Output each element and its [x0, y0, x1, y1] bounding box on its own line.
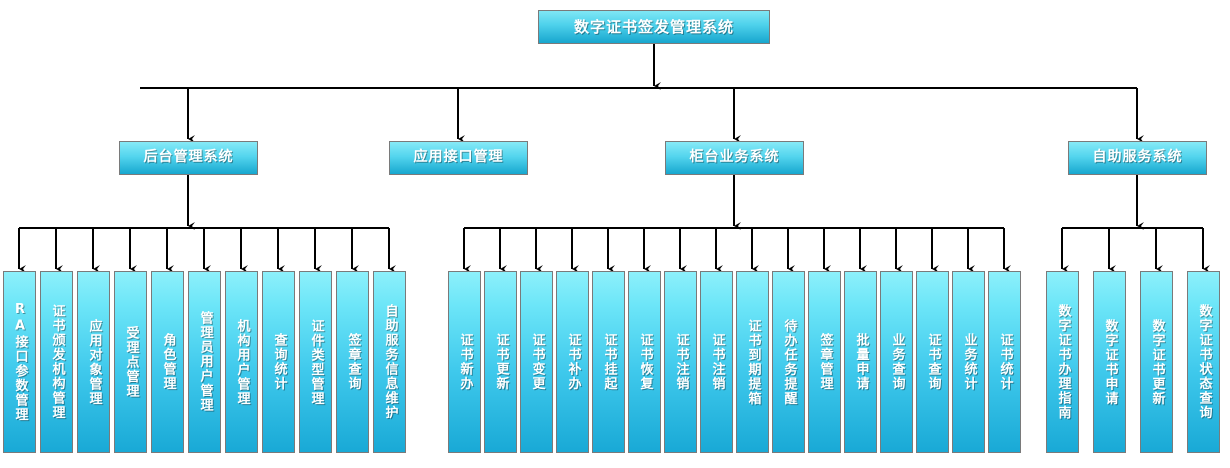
leaf-node-0-2-label: 应用对象管理	[86, 318, 102, 406]
leaf-node-0-2[interactable]: 应用对象管理	[77, 271, 110, 453]
leaf-node-2-14[interactable]: 业务统计	[952, 271, 985, 453]
leaf-node-2-15[interactable]: 证书统计	[988, 271, 1021, 453]
leaf-node-2-3-label: 证书补办	[565, 333, 581, 391]
leaf-node-0-5-label: 管理员用户管理	[197, 311, 213, 413]
leaf-node-0-0[interactable]: RA接口参数管理	[3, 271, 36, 453]
leaf-node-3-0-label: 数字证书办理指南	[1055, 304, 1071, 420]
leaf-node-2-12-label: 业务查询	[889, 333, 905, 391]
leaf-node-0-3[interactable]: 受理点管理	[114, 271, 147, 453]
leaf-node-2-4[interactable]: 证书挂起	[592, 271, 625, 453]
leaf-node-0-6[interactable]: 机构用户管理	[225, 271, 258, 453]
leaf-node-3-2-label: 数字证书更新	[1149, 318, 1165, 406]
leaf-node-3-0[interactable]: 数字证书办理指南	[1046, 271, 1079, 453]
leaf-node-2-1[interactable]: 证书更新	[484, 271, 517, 453]
branch-node-1[interactable]: 应用接口管理	[389, 141, 528, 175]
leaf-node-3-1-label: 数字证书申请	[1102, 318, 1118, 406]
leaf-node-2-14-label: 业务统计	[961, 333, 977, 391]
leaf-node-2-15-label: 证书统计	[997, 333, 1013, 391]
branch-node-0-label: 后台管理系统	[143, 149, 234, 166]
leaf-node-0-5[interactable]: 管理员用户管理	[188, 271, 221, 453]
leaf-node-0-4[interactable]: 角色管理	[151, 271, 184, 453]
leaf-node-3-2[interactable]: 数字证书更新	[1140, 271, 1173, 453]
root-node-label: 数字证书签发管理系统	[573, 17, 734, 36]
leaf-node-2-2[interactable]: 证书变更	[520, 271, 553, 453]
leaf-node-2-11[interactable]: 批量申请	[844, 271, 877, 453]
leaf-node-2-9[interactable]: 待办任务提醒	[772, 271, 805, 453]
leaf-node-2-11-label: 批量申请	[853, 333, 869, 391]
leaf-node-2-2-label: 证书变更	[529, 333, 545, 391]
leaf-node-3-3[interactable]: 数字证书状态查询	[1187, 271, 1220, 453]
leaf-node-0-8-label: 证件类型管理	[308, 318, 324, 406]
leaf-node-0-7[interactable]: 查询统计	[262, 271, 295, 453]
leaf-node-3-3-label: 数字证书状态查询	[1196, 304, 1212, 420]
root-node[interactable]: 数字证书签发管理系统	[538, 10, 770, 44]
branch-node-3[interactable]: 自助服务系统	[1068, 141, 1207, 175]
leaf-node-2-13-label: 证书查询	[925, 333, 941, 391]
leaf-node-2-0-label: 证书新办	[457, 333, 473, 391]
leaf-node-2-6[interactable]: 证书注销	[664, 271, 697, 453]
leaf-node-2-8[interactable]: 证书到期提箱	[736, 271, 769, 453]
leaf-node-0-4-label: 角色管理	[160, 333, 176, 391]
branch-node-3-label: 自助服务系统	[1092, 149, 1183, 166]
leaf-node-0-9[interactable]: 签章查询	[336, 271, 369, 453]
branch-node-2[interactable]: 柜台业务系统	[665, 141, 804, 175]
leaf-node-2-5-label: 证书恢复	[637, 333, 653, 391]
leaf-node-2-0[interactable]: 证书新办	[448, 271, 481, 453]
leaf-node-2-4-label: 证书挂起	[601, 333, 617, 391]
leaf-node-2-10[interactable]: 签章管理	[808, 271, 841, 453]
branch-node-0[interactable]: 后台管理系统	[119, 141, 258, 175]
leaf-node-2-7[interactable]: 证书注销	[700, 271, 733, 453]
leaf-node-2-12[interactable]: 业务查询	[880, 271, 913, 453]
branch-node-1-label: 应用接口管理	[413, 149, 504, 166]
leaf-node-3-1[interactable]: 数字证书申请	[1093, 271, 1126, 453]
leaf-node-0-8[interactable]: 证件类型管理	[299, 271, 332, 453]
leaf-node-2-9-label: 待办任务提醒	[781, 318, 797, 406]
leaf-node-2-10-label: 签章管理	[817, 333, 833, 391]
leaf-node-0-0-label: RA接口参数管理	[12, 302, 28, 422]
leaf-node-2-13[interactable]: 证书查询	[916, 271, 949, 453]
leaf-node-2-1-label: 证书更新	[493, 333, 509, 391]
leaf-node-2-3[interactable]: 证书补办	[556, 271, 589, 453]
leaf-node-2-8-label: 证书到期提箱	[745, 318, 761, 406]
leaf-node-0-7-label: 查询统计	[271, 333, 287, 391]
leaf-node-0-10-label: 自助服务信息维护	[382, 304, 398, 420]
leaf-node-2-5[interactable]: 证书恢复	[628, 271, 661, 453]
leaf-node-0-3-label: 受理点管理	[123, 325, 139, 399]
leaf-node-0-1[interactable]: 证书颁发机构管理	[40, 271, 73, 453]
leaf-node-2-6-label: 证书注销	[673, 333, 689, 391]
leaf-node-0-10[interactable]: 自助服务信息维护	[373, 271, 406, 453]
branch-node-2-label: 柜台业务系统	[689, 149, 780, 166]
leaf-node-0-1-label: 证书颁发机构管理	[49, 304, 65, 420]
leaf-node-0-6-label: 机构用户管理	[234, 318, 250, 406]
leaf-node-2-7-label: 证书注销	[709, 333, 725, 391]
leaf-node-0-9-label: 签章查询	[345, 333, 361, 391]
